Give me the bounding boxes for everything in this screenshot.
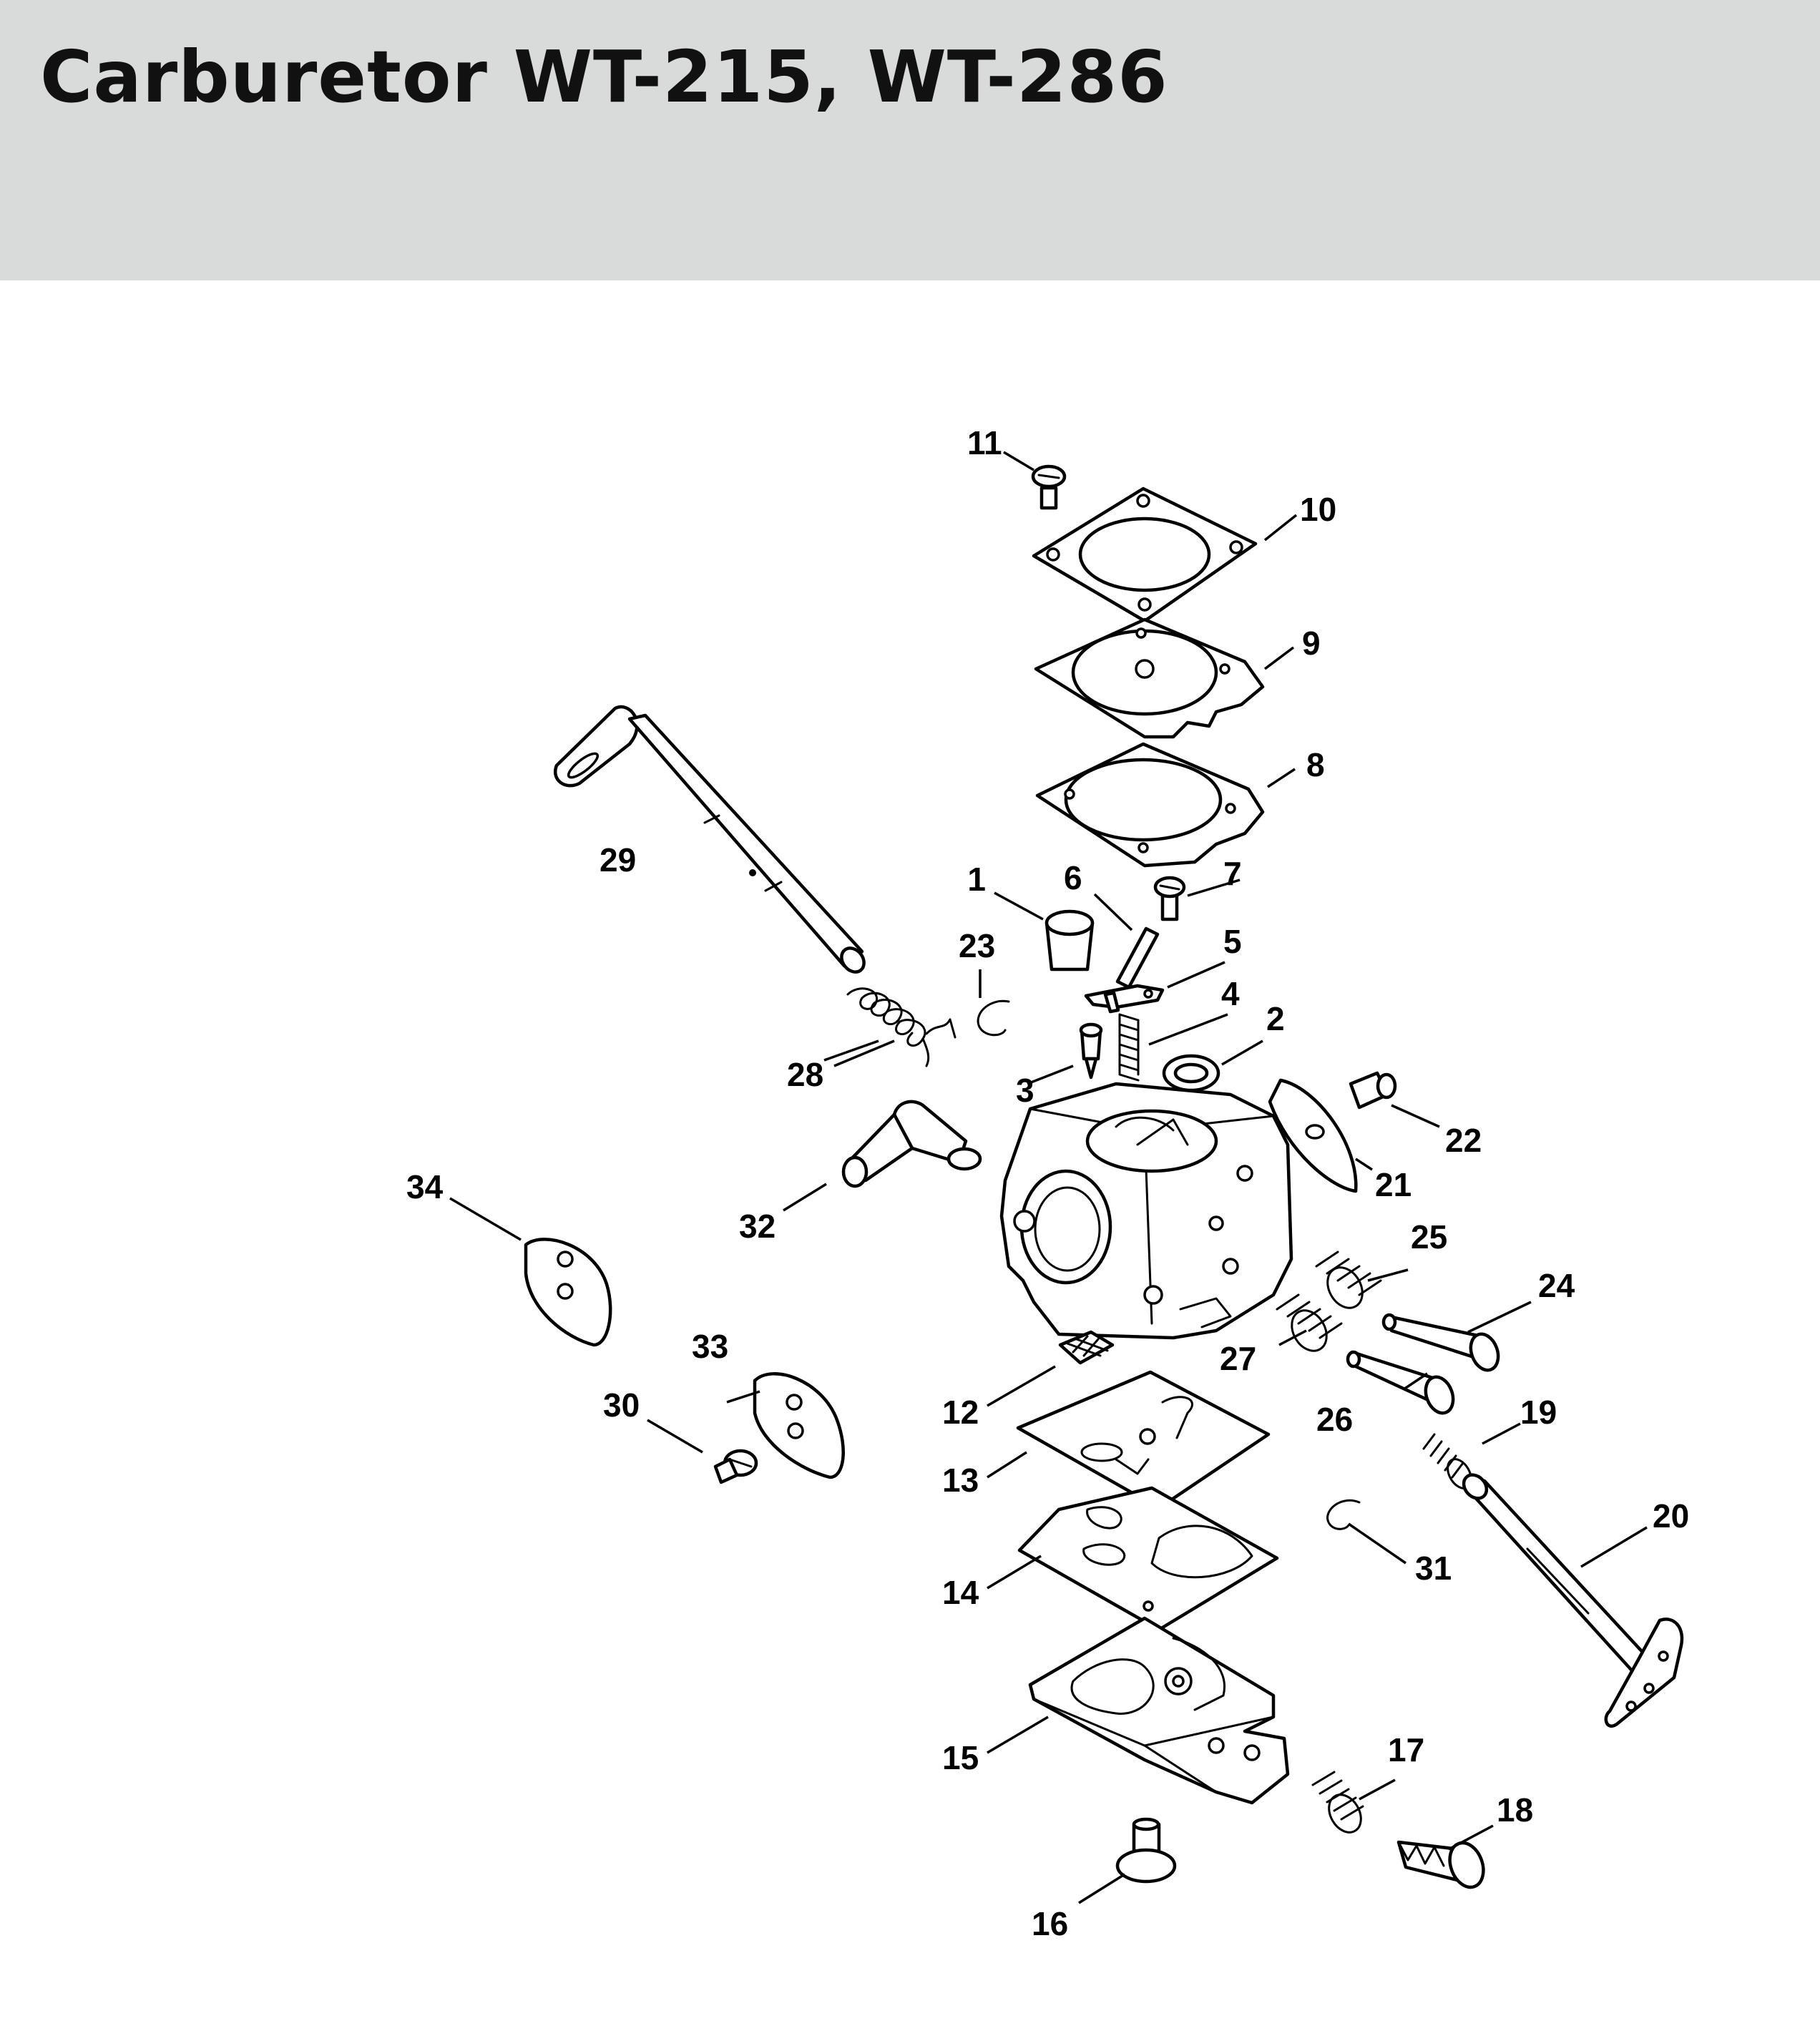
callout-20: 20 bbox=[1653, 1497, 1689, 1535]
callout-25: 25 bbox=[1411, 1218, 1447, 1256]
callout-12: 12 bbox=[942, 1394, 979, 1431]
part-6-pin bbox=[1115, 926, 1160, 989]
part-23-clip bbox=[977, 999, 1010, 1037]
callout-29: 29 bbox=[600, 841, 636, 879]
part-24-adjust-screw bbox=[1381, 1313, 1500, 1372]
part-33-plate bbox=[753, 1372, 845, 1479]
callout-32: 32 bbox=[739, 1208, 776, 1245]
callout-34: 34 bbox=[406, 1168, 444, 1205]
callout-23: 23 bbox=[959, 927, 995, 964]
part-12-screen bbox=[1058, 1330, 1115, 1365]
callout-5: 5 bbox=[1223, 923, 1242, 960]
page-title: Carburetor WT-215, WT-286 bbox=[40, 35, 1168, 119]
callout-3: 3 bbox=[1016, 1072, 1034, 1109]
callout-13: 13 bbox=[942, 1462, 979, 1499]
callout-8: 8 bbox=[1306, 746, 1325, 783]
carburetor-body bbox=[999, 1082, 1293, 1340]
callout-28: 28 bbox=[787, 1056, 823, 1093]
part-29-shaft bbox=[554, 705, 866, 974]
leader-lines bbox=[449, 451, 1648, 1904]
part-32-elbow bbox=[841, 1100, 982, 1188]
part-13-diaphragm bbox=[1016, 1370, 1271, 1510]
callout-16: 16 bbox=[1032, 1905, 1068, 1942]
callout-17: 17 bbox=[1388, 1731, 1424, 1768]
part-1-cap bbox=[1044, 909, 1095, 972]
part-16-screw bbox=[1115, 1817, 1177, 1884]
part-21-plate bbox=[1268, 1078, 1358, 1193]
callout-21: 21 bbox=[1375, 1166, 1412, 1203]
callout-15: 15 bbox=[942, 1739, 979, 1776]
callout-18: 18 bbox=[1497, 1791, 1533, 1829]
part-14-gasket bbox=[1017, 1486, 1279, 1632]
part-26-adjust-screw bbox=[1346, 1350, 1455, 1415]
part-34-plate bbox=[524, 1238, 612, 1347]
header-band: Carburetor WT-215, WT-286 bbox=[0, 0, 1820, 280]
part-17-spring bbox=[1311, 1771, 1364, 1834]
part-31-clip bbox=[1326, 1499, 1361, 1530]
part-30-screw bbox=[713, 1449, 758, 1484]
callout-27: 27 bbox=[1220, 1340, 1256, 1377]
callout-31: 31 bbox=[1415, 1550, 1452, 1587]
part-28-spring bbox=[846, 987, 957, 1067]
part-18-adjust-screw bbox=[1396, 1840, 1485, 1889]
callout-22: 22 bbox=[1445, 1122, 1482, 1159]
callout-33: 33 bbox=[692, 1328, 728, 1365]
part-5-lever bbox=[1084, 984, 1165, 1014]
callout-7: 7 bbox=[1223, 855, 1242, 892]
callout-11: 11 bbox=[967, 424, 1002, 461]
part-8-gasket bbox=[1035, 742, 1265, 868]
part-27-spring bbox=[1276, 1293, 1343, 1352]
part-10-cover bbox=[1032, 486, 1258, 623]
callout-14: 14 bbox=[942, 1574, 979, 1611]
callout-4: 4 bbox=[1221, 975, 1240, 1012]
part-9-diaphragm bbox=[1034, 617, 1265, 739]
callout-26: 26 bbox=[1316, 1401, 1353, 1438]
part-11-screw bbox=[1031, 464, 1067, 510]
part-3-needle bbox=[1079, 1022, 1103, 1080]
part-7-screw bbox=[1153, 876, 1186, 921]
part-4-spring bbox=[1118, 1013, 1140, 1082]
callout-30: 30 bbox=[603, 1386, 640, 1424]
callout-1: 1 bbox=[967, 861, 986, 898]
callout-9: 9 bbox=[1302, 625, 1321, 662]
callout-10: 10 bbox=[1300, 491, 1336, 528]
part-15-pump-body bbox=[1028, 1616, 1290, 1805]
callout-2: 2 bbox=[1266, 1000, 1285, 1037]
part-20-shaft bbox=[1462, 1473, 1684, 1728]
part-22-screw bbox=[1349, 1071, 1397, 1110]
callout-19: 19 bbox=[1520, 1394, 1557, 1431]
part-2-washer bbox=[1162, 1054, 1220, 1092]
callout-6: 6 bbox=[1064, 859, 1082, 896]
callout-labels: 1 2 3 4 5 6 7 8 9 10 11 12 13 14 15 16 1… bbox=[406, 424, 1689, 1942]
part-25-spring bbox=[1315, 1251, 1382, 1309]
callout-24: 24 bbox=[1538, 1267, 1575, 1304]
